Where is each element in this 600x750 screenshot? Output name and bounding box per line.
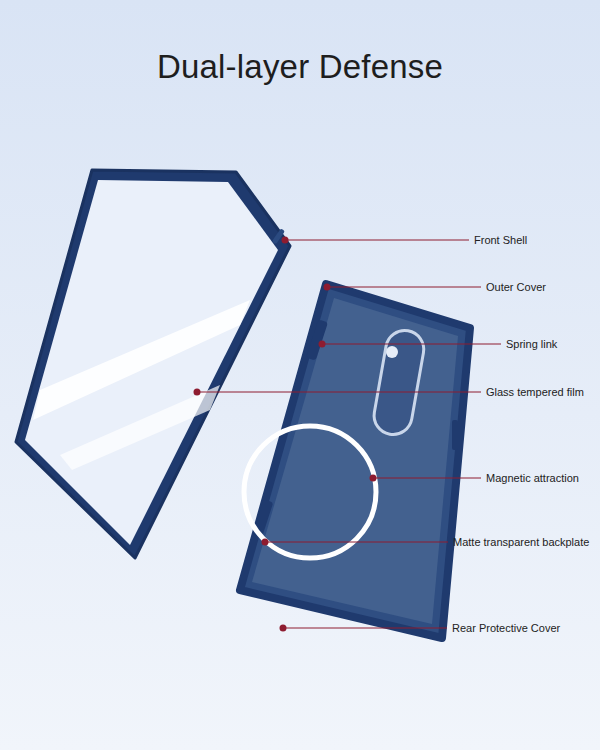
part-label: Front Shell [474, 233, 527, 247]
front-shell-frame [16, 170, 290, 558]
outer-cover [240, 284, 470, 638]
glass-reflection [33, 300, 250, 420]
part-label: Glass tempered film [486, 385, 584, 399]
spring-link-clip [306, 319, 328, 360]
front-shell [16, 170, 290, 558]
leader-line [283, 628, 447, 629]
part-label: Outer Cover [486, 280, 546, 294]
leader-dot [370, 475, 377, 482]
part-label: Spring link [506, 337, 557, 351]
side-button [452, 420, 458, 450]
part-label: Magnetic attraction [486, 471, 579, 485]
leader-line [327, 287, 481, 288]
leader-dot [282, 237, 289, 244]
leader-line [265, 542, 448, 543]
glass-panel [25, 180, 278, 545]
glass-reflection [60, 385, 220, 470]
leader-line [373, 478, 481, 479]
part-label: Rear Protective Cover [452, 621, 560, 635]
leader-dot [194, 389, 201, 396]
leader-dot [324, 284, 331, 291]
backplate [252, 298, 458, 624]
leader-line [197, 392, 481, 393]
leader-lines [194, 237, 502, 632]
leader-dot [280, 625, 287, 632]
rear-case [240, 284, 470, 638]
part-label: Matte transparent backplate [453, 535, 589, 549]
leader-line [285, 240, 469, 241]
leader-dot [262, 539, 269, 546]
leader-dot [319, 341, 326, 348]
camera-lens [386, 346, 398, 358]
magnetic-ring [244, 426, 376, 558]
title: Dual-layer Defense [0, 48, 600, 86]
leader-line [322, 344, 501, 345]
